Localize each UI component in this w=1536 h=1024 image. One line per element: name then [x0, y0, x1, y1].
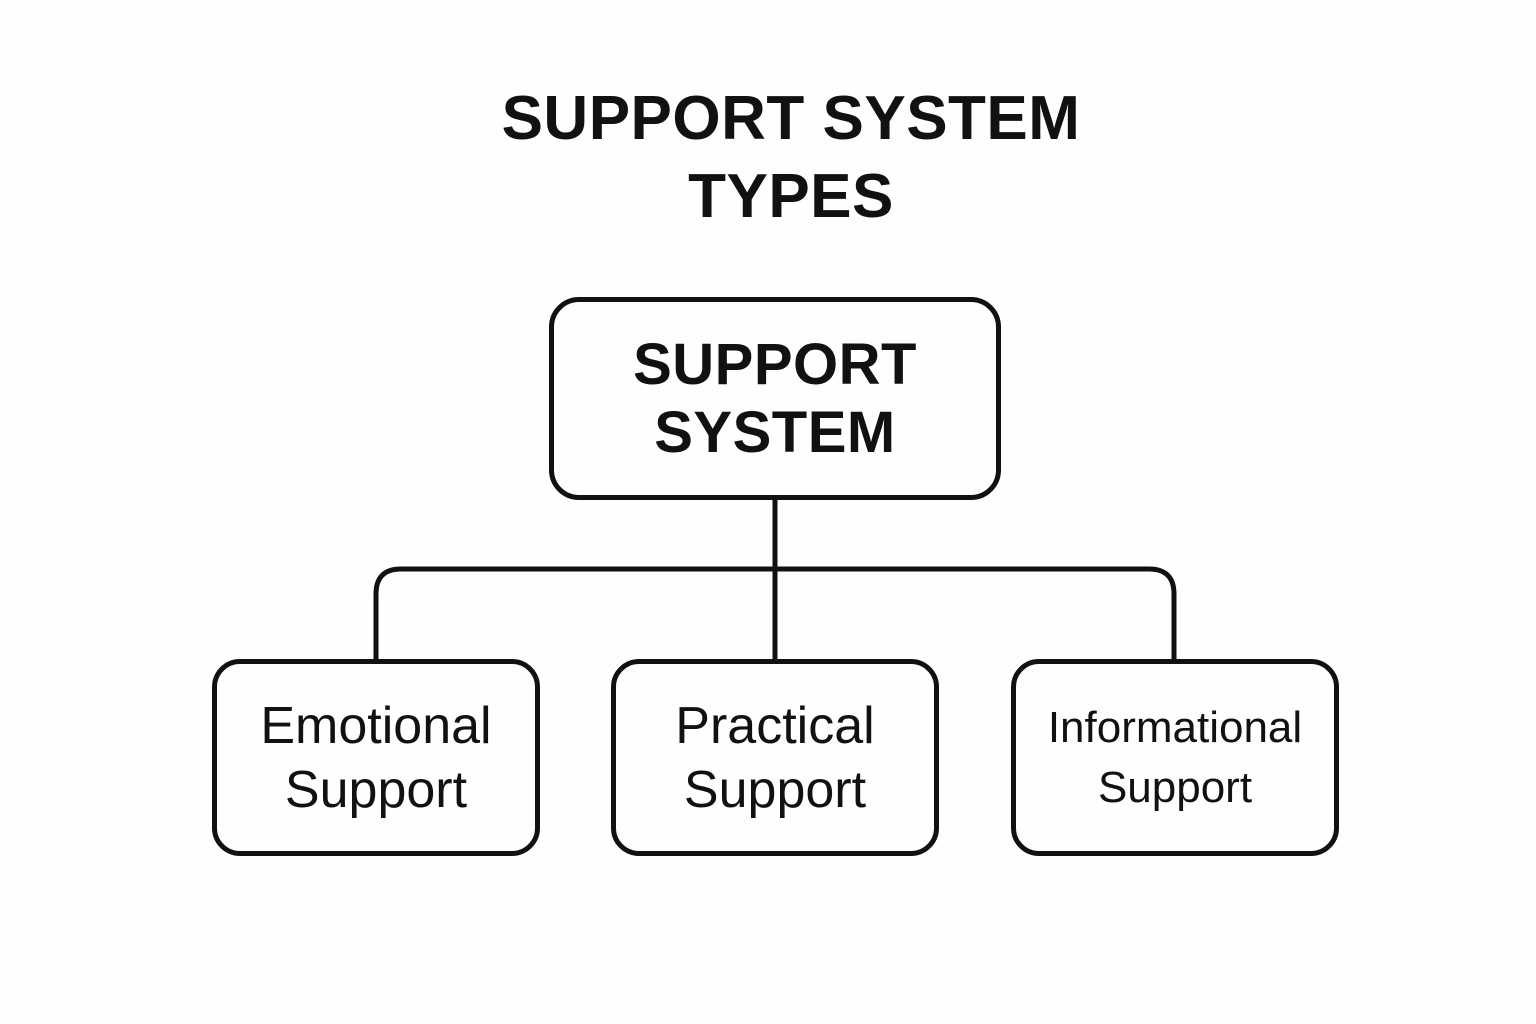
child-node-label-line-2: Support	[683, 760, 867, 819]
child-node-emotional-support: Emotional Support	[212, 659, 540, 856]
child-node-label-line-2: Support	[284, 760, 468, 819]
child-node-label-line-1: Emotional	[260, 696, 492, 755]
diagram-title-line-2: TYPES	[688, 162, 894, 231]
diagram-title: SUPPORT SYSTEM TYPES	[0, 80, 1536, 236]
diagram-title-line-1: SUPPORT SYSTEM	[501, 84, 1081, 153]
child-node-practical-support: Practical Support	[611, 659, 939, 856]
child-node-label-line-2: Support	[1097, 762, 1253, 812]
child-node-label-line-1: Practical	[675, 696, 875, 755]
root-node-label-line-1: SUPPORT	[633, 331, 917, 397]
root-node-support-system: SUPPORT SYSTEM	[549, 297, 1001, 500]
child-node-label-line-1: Informational	[1047, 702, 1303, 752]
root-node-label-line-2: SYSTEM	[654, 399, 896, 465]
child-node-informational-support: Informational Support	[1011, 659, 1339, 856]
connector-branch-bar	[373, 566, 1177, 659]
